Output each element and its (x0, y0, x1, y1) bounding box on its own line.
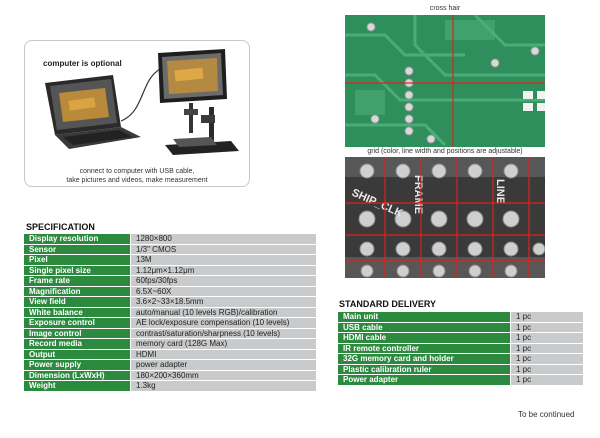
grid-overlay-lines (345, 157, 545, 278)
to-be-continued-note: To be continued (518, 410, 575, 419)
spec-value: 1.12μm×1.12μm (131, 265, 317, 275)
spec-value: 6.5X~60X (131, 286, 317, 296)
delivery-item: HDMI cable (338, 333, 511, 343)
spec-value: 1280×800 (131, 234, 317, 244)
spec-value: 1/3" CMOS (131, 244, 317, 254)
grid-title: grid (color, line width and positions ar… (367, 148, 523, 155)
spec-value: 3.6×2~33×18.5mm (131, 297, 317, 307)
caption-line-1: connect to computer with USB cable, (79, 168, 195, 175)
delivery-qty: 1 pc (511, 322, 584, 332)
grid-silk-label-2: FRAME (412, 175, 424, 214)
spec-key: Sensor (24, 244, 131, 254)
product-illustration-box: computer is optional connect to computer… (24, 40, 250, 187)
delivery-qty: 1 pc (511, 312, 584, 322)
spec-key: White balance (24, 307, 131, 317)
grid-pcb-image: SHIP_CLK FRAME LINE (345, 157, 545, 278)
delivery-item: Plastic calibration ruler (338, 364, 511, 374)
spec-value: 60fps/30fps (131, 276, 317, 286)
spec-key: Power supply (24, 360, 131, 370)
delivery-qty: 1 pc (511, 354, 584, 364)
spec-key: Single pixel size (24, 265, 131, 275)
delivery-item: USB cable (338, 322, 511, 332)
delivery-title: STANDARD DELIVERY (339, 299, 437, 309)
computer-optional-label: computer is optional (43, 59, 122, 68)
laptop-icon (45, 75, 141, 149)
spec-key: Display resolution (24, 234, 131, 244)
delivery-qty: 1 pc (511, 364, 584, 374)
spec-value: 1.3kg (131, 381, 317, 391)
delivery-qty: 1 pc (511, 375, 584, 385)
spec-key: Weight (24, 381, 131, 391)
spec-value: HDMI (131, 349, 317, 359)
spec-key: Image control (24, 328, 131, 338)
grid-silk-label-3: LINE (494, 179, 506, 204)
delivery-item: Power adapter (338, 375, 511, 385)
spec-key: Exposure control (24, 318, 131, 328)
spec-value: 180×200×360mm (131, 370, 317, 380)
delivery-qty: 1 pc (511, 343, 584, 353)
spec-value: auto/manual (10 levels RGB)/calibration (131, 307, 317, 317)
spec-key: View field (24, 297, 131, 307)
spec-value: contrast/saturation/sharpness (10 levels… (131, 328, 317, 338)
caption-line-2: take pictures and videos, make measureme… (66, 177, 208, 184)
spec-key: Pixel (24, 255, 131, 265)
table-row: Dimension (LxWxH)180×200×360mm (24, 370, 317, 380)
delivery-item: 32G memory card and holder (338, 354, 511, 364)
microscope-monitor-icon (158, 49, 227, 133)
spec-key: Dimension (LxWxH) (24, 370, 131, 380)
delivery-qty: 1 pc (511, 333, 584, 343)
delivery-item: Main unit (338, 312, 511, 322)
spec-key: Frame rate (24, 276, 131, 286)
spec-value: 13M (131, 255, 317, 265)
spec-key: Magnification (24, 286, 131, 296)
crosshair-pcb-image (345, 15, 545, 147)
microscope-laptop-illustration (45, 49, 239, 155)
specification-title: SPECIFICATION (26, 222, 95, 232)
spec-key: Output (24, 349, 131, 359)
spec-value: memory card (128G Max) (131, 339, 317, 349)
illustration-caption: connect to computer with USB cable, take… (25, 167, 249, 185)
spec-value: AE lock/exposure compensation (10 levels… (131, 318, 317, 328)
spec-key: Record media (24, 339, 131, 349)
spec-value: power adapter (131, 360, 317, 370)
delivery-item: IR remote controller (338, 343, 511, 353)
microscope-stand-icon (165, 107, 239, 155)
crosshair-title: cross hair (429, 5, 461, 12)
